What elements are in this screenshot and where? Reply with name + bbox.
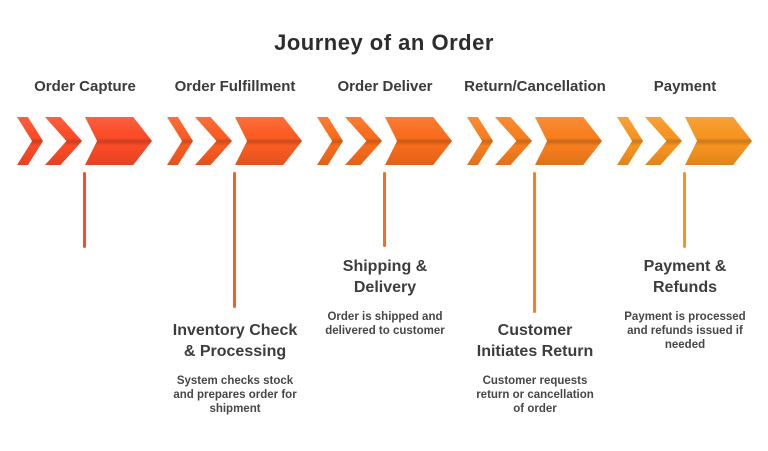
stage-order-deliver: Order Deliver Shipping & Delivery Order …: [310, 0, 460, 451]
stage-return-cancellation: Return/Cancellation Customer Initiates R…: [460, 0, 610, 451]
callout-title: Shipping & Delivery: [342, 258, 428, 296]
callout-description: System checks stock and prepares order f…: [173, 375, 297, 415]
arrow-icon: [385, 117, 452, 165]
callout-title: Customer Initiates Return: [476, 322, 594, 360]
connector-line: [233, 172, 236, 308]
connector-line: [383, 172, 386, 247]
stage-label: Order Deliver: [337, 78, 433, 95]
arrow-group: [310, 117, 460, 165]
chevron-icon: [317, 117, 343, 165]
stage-label: Return/Cancellation: [464, 78, 606, 95]
stage-order-fulfillment: Order Fulfillment Inventory Check & Proc…: [160, 0, 310, 451]
callout: Inventory Check & Processing System chec…: [152, 320, 318, 416]
page-title: Journey of an Order: [274, 30, 494, 55]
arrow-icon: [85, 117, 152, 165]
arrow-icon: [235, 117, 302, 165]
callout-description: Payment is processed and refunds issued …: [624, 311, 746, 351]
stage-order-capture: Order Capture: [10, 0, 160, 451]
chevron-icon: [617, 117, 643, 165]
arrow-icon: [685, 117, 752, 165]
callout-title: Inventory Check & Processing: [172, 322, 298, 360]
stage-payment: Payment Payment & Refunds Payment is pro…: [610, 0, 760, 451]
chevron-icon: [45, 117, 82, 165]
chevron-icon: [167, 117, 193, 165]
connector-line: [533, 172, 536, 313]
chevron-icon: [195, 117, 232, 165]
chevron-icon: [345, 117, 382, 165]
chevron-icon: [17, 117, 43, 165]
connector-line: [83, 172, 86, 248]
arrow-icon: [535, 117, 602, 165]
stage-label: Order Capture: [34, 78, 136, 95]
arrow-group: [10, 117, 160, 165]
chevron-icon: [645, 117, 682, 165]
chevron-icon: [495, 117, 532, 165]
callout-description: Customer requests return or cancellation…: [476, 375, 594, 415]
callout: Customer Initiates Return Customer reque…: [452, 320, 618, 416]
callout-description: Order is shipped and delivered to custom…: [325, 311, 445, 337]
callout: Shipping & Delivery Order is shipped and…: [302, 256, 468, 338]
stage-label: Payment: [653, 78, 717, 95]
callout: Payment & Refunds Payment is processed a…: [602, 256, 768, 352]
callout-title: Payment & Refunds: [643, 258, 727, 296]
chevron-icon: [467, 117, 493, 165]
connector-line: [683, 172, 686, 248]
arrow-group: [460, 117, 610, 165]
arrow-group: [610, 117, 760, 165]
arrow-group: [160, 117, 310, 165]
stage-label: Order Fulfillment: [174, 78, 296, 95]
